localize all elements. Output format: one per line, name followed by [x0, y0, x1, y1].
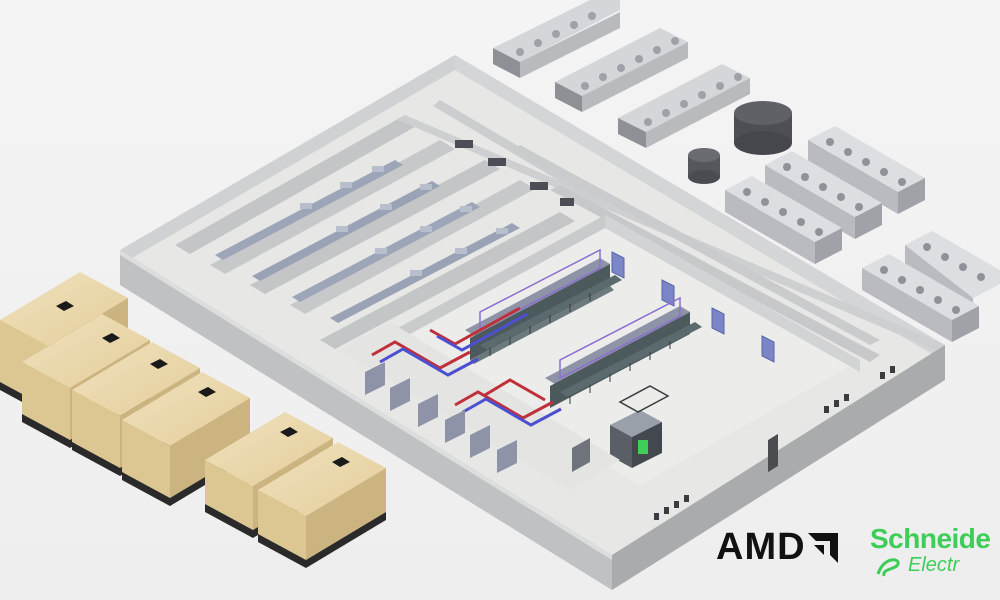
data-hall-wall-back [385, 215, 605, 345]
amd-logo-text: AMD [716, 526, 806, 568]
schneider-logo-name: Schneide [870, 524, 991, 554]
generator-unit [122, 372, 250, 506]
generator-unit [258, 442, 386, 568]
door-icons [611, 251, 775, 363]
building [120, 55, 945, 590]
outer-wall-south-west [120, 250, 612, 590]
outer-wall-north-west [120, 55, 455, 258]
outer-wall-north-east [455, 55, 945, 362]
dry-coolers-top [493, 0, 750, 148]
data-hall-wall-right [605, 215, 860, 372]
schneider-logo: Schneide Electr [870, 524, 1000, 576]
schneider-swirl-icon [876, 558, 900, 577]
dry-coolers-right [725, 126, 1000, 342]
cdu-unit [610, 385, 670, 468]
amd-logo: AMD [716, 528, 806, 566]
front-door [768, 433, 778, 473]
corridor-equipment [455, 140, 574, 206]
busway-1 [215, 160, 403, 260]
row-halls [175, 115, 575, 349]
cooling-unit [555, 28, 688, 112]
generator-row [0, 272, 386, 568]
mech-room-floor [340, 322, 620, 490]
server-rack-row-1 [465, 248, 622, 364]
rack-grid-lines [489, 293, 671, 404]
schneider-logo-sub: Electr [908, 554, 960, 576]
front-windows [654, 366, 895, 520]
wall-top-edge [120, 250, 612, 560]
amd-arrow-icon [808, 533, 838, 563]
cooling-unit [618, 64, 750, 148]
server-rack-row-2 [545, 296, 702, 408]
busway-4 [330, 223, 520, 323]
storage-tank [688, 148, 720, 184]
chiller-piping [371, 306, 562, 427]
chiller-units [365, 362, 590, 473]
outer-wall-south-east [612, 345, 945, 590]
storage-tank [734, 101, 792, 155]
